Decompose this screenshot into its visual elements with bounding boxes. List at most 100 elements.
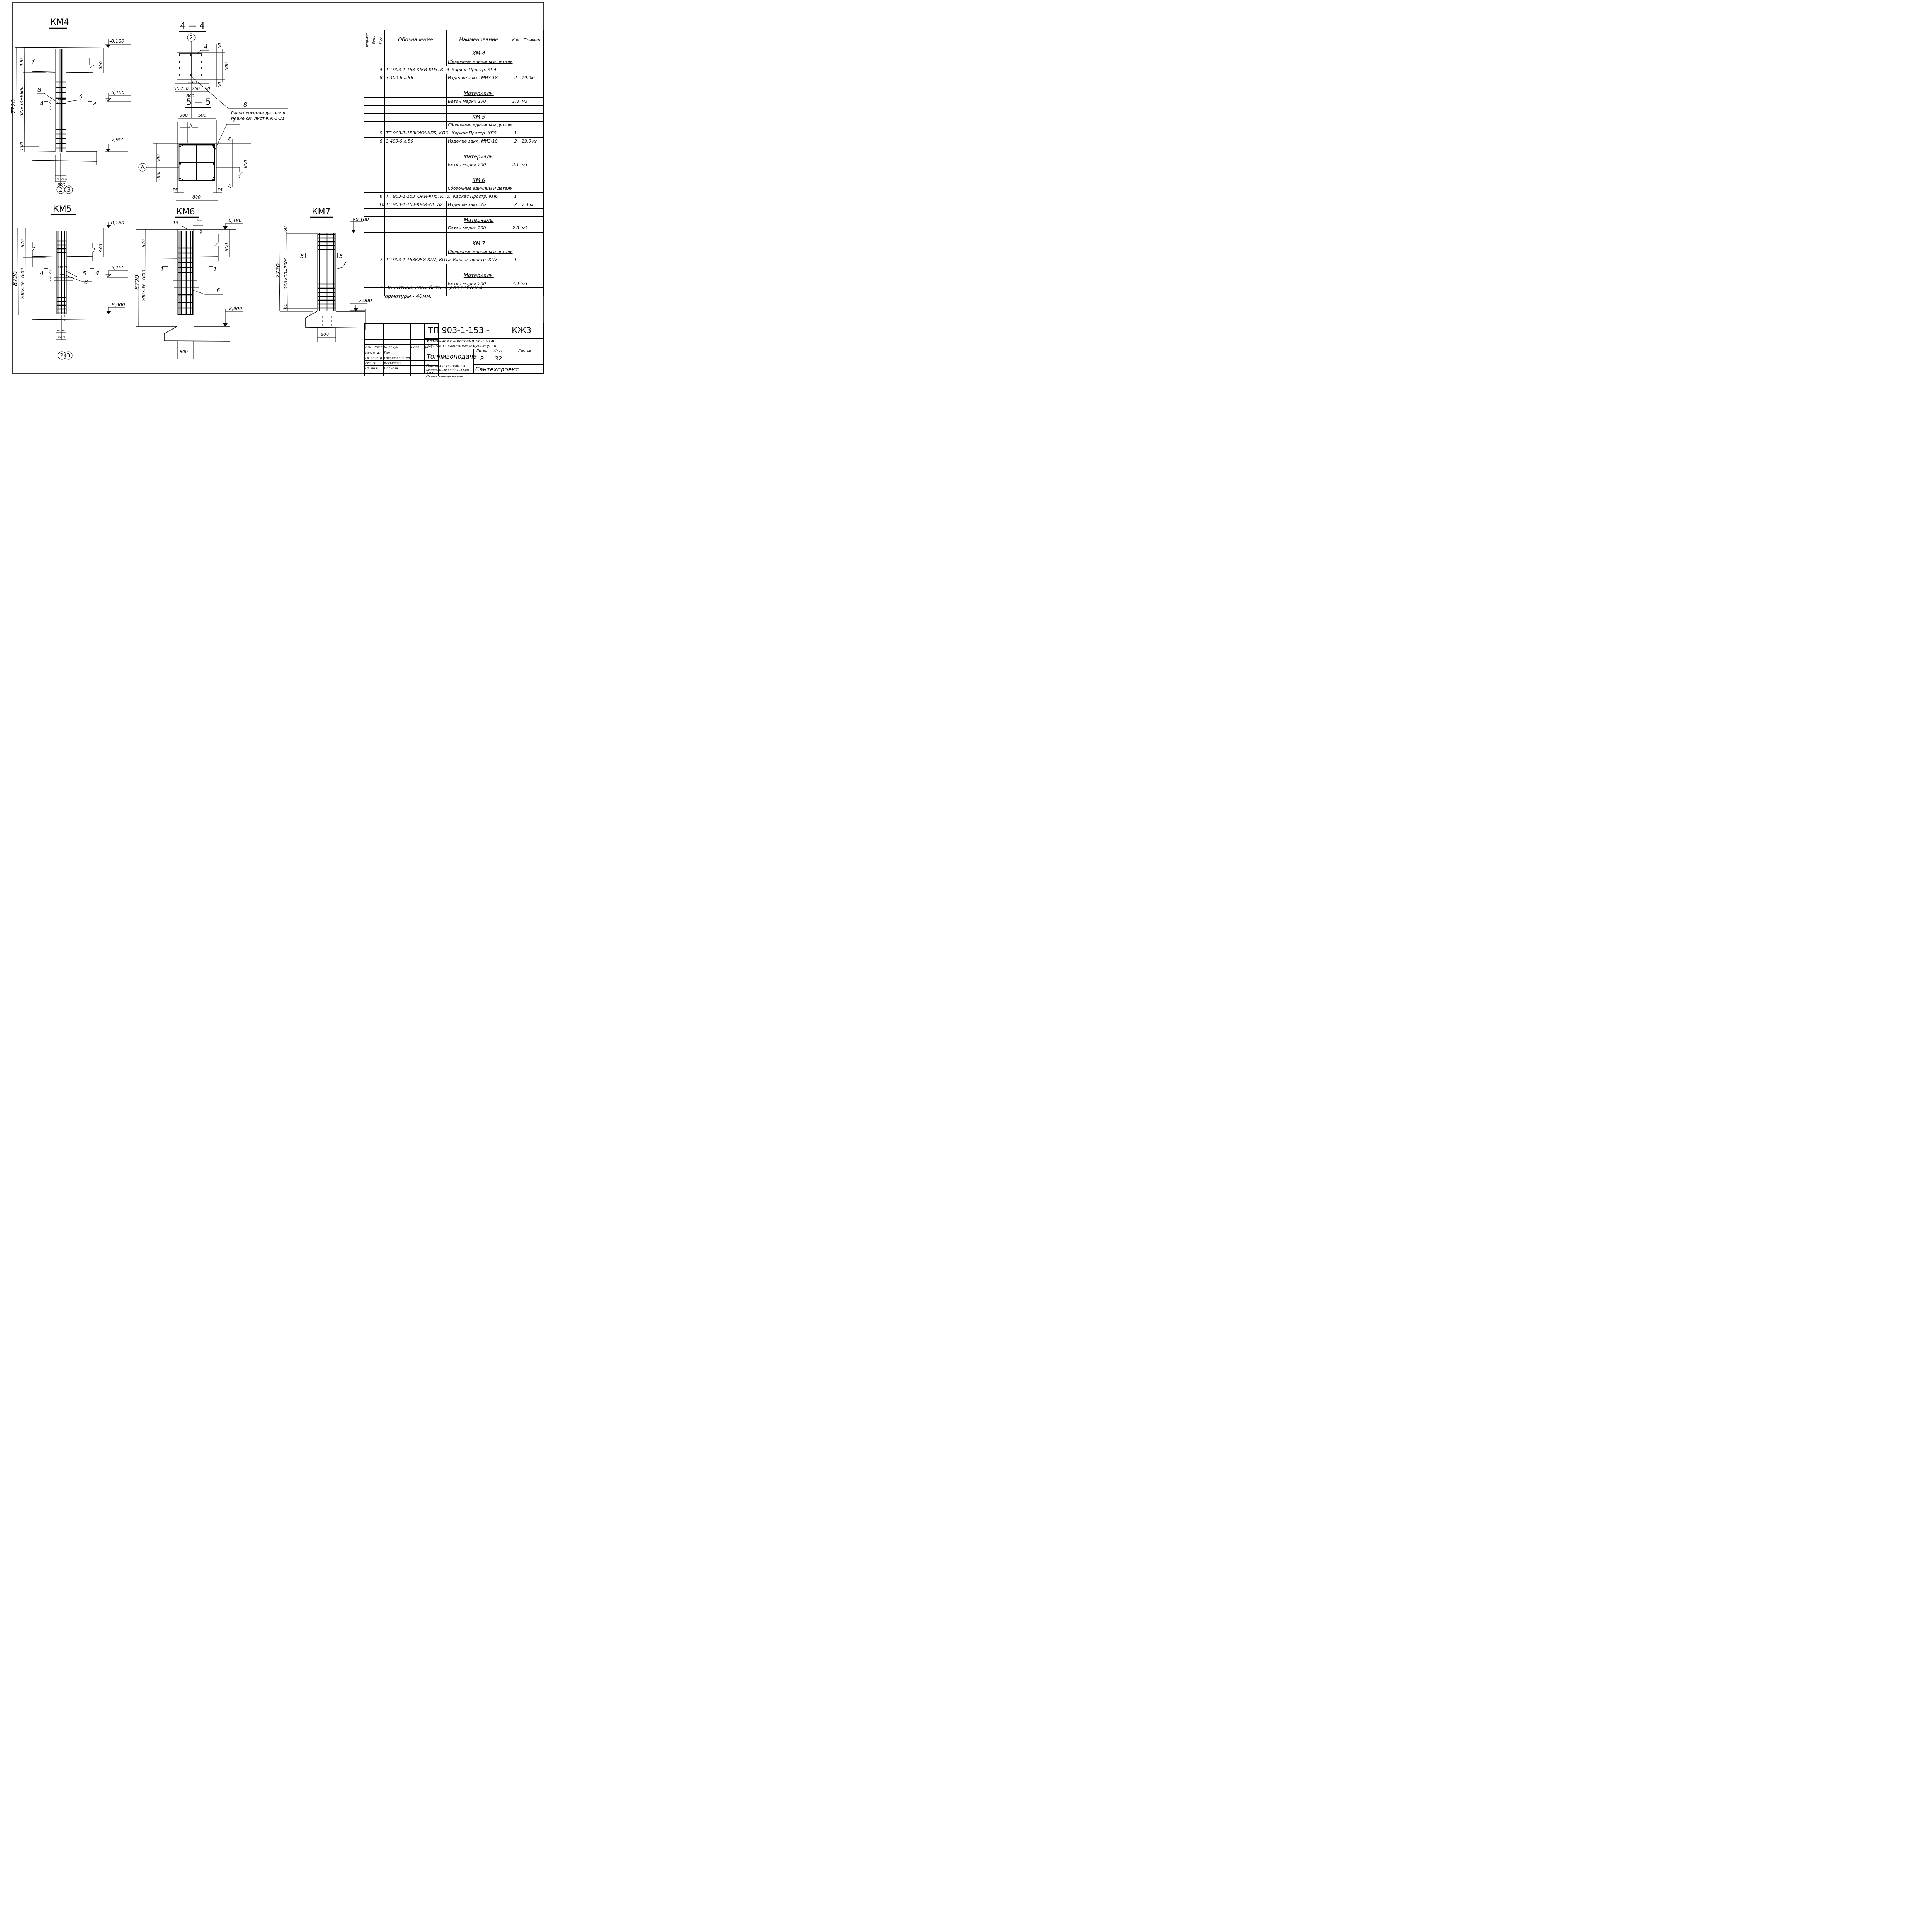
item-name: Каркас Простр. КП6	[453, 194, 498, 199]
cell-zone	[370, 105, 378, 114]
dim-middle: 200×39=7800	[20, 268, 25, 299]
dim-insert: 200	[196, 219, 202, 222]
cell-qty: 1	[510, 129, 520, 138]
cell-format	[364, 153, 371, 161]
cell-designation	[384, 216, 447, 224]
dim: 175	[188, 80, 194, 83]
note-location-1: Расположение детали в	[231, 110, 285, 116]
cell-designation	[384, 168, 447, 177]
cell-pos: 8	[377, 137, 385, 145]
item-name: Каркас простр. КП7	[453, 257, 498, 263]
subsection-heading: Сборочные единицы и детали	[446, 121, 520, 129]
spec-row	[364, 145, 544, 153]
cell-qty	[510, 232, 520, 240]
spec-row: Сборочные единицы и детали	[364, 58, 544, 66]
callout-cage: 5	[83, 270, 87, 277]
dim-middle: 200×38=7600	[284, 258, 289, 289]
section-heading: КМ 6	[446, 177, 511, 185]
spec-row: Матерчалы	[364, 216, 544, 224]
dim-insert: 250	[49, 269, 52, 274]
view-section-5-5: 5 — 5 A 7 300 500 500 300	[138, 97, 251, 201]
cell-format	[364, 240, 371, 248]
cell-name	[446, 145, 511, 153]
cell-qty: 1	[510, 256, 520, 264]
dim: 250	[180, 86, 189, 91]
section-heading: Материалы	[446, 153, 511, 161]
cell-pos	[377, 168, 385, 177]
cell-zone	[370, 248, 378, 256]
cell-qty	[510, 113, 520, 122]
section-heading: КМ 7	[446, 240, 511, 248]
cell-designation	[384, 208, 447, 217]
subtitle-line: Схема армирования	[426, 375, 463, 379]
subsection-heading: Сборочные единицы и детали	[446, 58, 520, 66]
cell-zone	[370, 153, 378, 161]
sign-name: Попкова	[383, 365, 411, 371]
cell-zone	[370, 161, 378, 169]
dim-total: 8720	[12, 271, 19, 286]
title-block: Изм. Лист № докум. Подп. Дата Нач. отд.Г…	[364, 323, 544, 379]
level-marks: -0,180 -7,900	[350, 217, 372, 311]
cell-zone	[370, 89, 378, 98]
project-description: Котельная с 4 котлами КЕ-10-14С Топливо …	[425, 339, 543, 350]
cell-format	[364, 73, 371, 82]
cell-pos	[377, 184, 385, 193]
cell-pos: 10	[377, 200, 385, 209]
cell-designation-name: ТП 903-1-153 КЖИ-КП5, КП6.Каркас Простр.…	[384, 192, 511, 201]
view-km6: КМ6 800 8720 920 200×39=7800 900 200 160…	[134, 207, 243, 359]
cell-designation-name: ТП 903-1-153КЖИ-КП5; КП6.Каркас Простр. …	[384, 129, 511, 138]
cell-note	[520, 263, 544, 272]
dim-base-total: 600	[57, 182, 65, 187]
dim: 50	[174, 86, 179, 91]
cell-qty	[510, 89, 520, 98]
cell-format	[364, 192, 371, 201]
dim-total: 8720	[134, 275, 141, 290]
cell-format	[364, 263, 371, 272]
dim-base: 300	[61, 329, 67, 332]
cell-designation	[384, 58, 447, 66]
cell-note	[520, 113, 544, 122]
axis-label: 2	[59, 186, 63, 193]
spec-row: КМ 6	[364, 177, 544, 185]
cell-designation	[384, 263, 447, 272]
cell-designation: ТП 903-1-153-КЖИ-А1, А2	[384, 200, 447, 209]
cell-pos: 5	[377, 129, 385, 138]
cell-pos	[377, 89, 385, 98]
cell-qty: 4,9	[510, 279, 520, 288]
axis-marker-2	[56, 185, 65, 194]
hdr-change: Изм.	[364, 344, 374, 350]
cell-format	[364, 256, 371, 264]
section-mark-left: 4	[40, 270, 44, 277]
cell-name: Бетон марки 200	[446, 224, 511, 233]
cell-note	[520, 216, 544, 224]
cell-zone	[370, 184, 378, 193]
dim-base: 300	[61, 177, 67, 181]
cell-zone	[370, 232, 378, 240]
cell-qty	[510, 272, 520, 280]
sign-name: Гин	[383, 350, 411, 355]
callout-cage: 7	[232, 117, 236, 124]
cell-format	[364, 208, 371, 217]
cell-zone	[370, 73, 378, 82]
col-format: Формат	[364, 30, 371, 50]
cell-zone	[370, 137, 378, 145]
section-mark-right: 1	[213, 266, 217, 273]
cell-designation	[384, 50, 447, 58]
cell-note: 7,3 кг.	[520, 200, 544, 209]
cell-zone	[370, 192, 378, 201]
cell-pos	[377, 177, 385, 185]
dim: 500	[198, 113, 206, 118]
cell-zone	[370, 287, 378, 296]
note-line-1: 1. Защитный слой бетона для рабочей	[379, 285, 483, 291]
dim: 300	[180, 113, 188, 118]
view-section-4-4: 4 — 4 2 4 8 Расположение детали в плане …	[174, 21, 288, 121]
dim-base: 800	[321, 332, 329, 337]
cell-format	[364, 97, 371, 106]
cell-note: м3	[520, 97, 544, 106]
level-marks: -0,180 -8,900	[222, 218, 243, 326]
dim: 75	[227, 183, 232, 189]
view-title-5-5: 5 — 5	[186, 97, 211, 107]
